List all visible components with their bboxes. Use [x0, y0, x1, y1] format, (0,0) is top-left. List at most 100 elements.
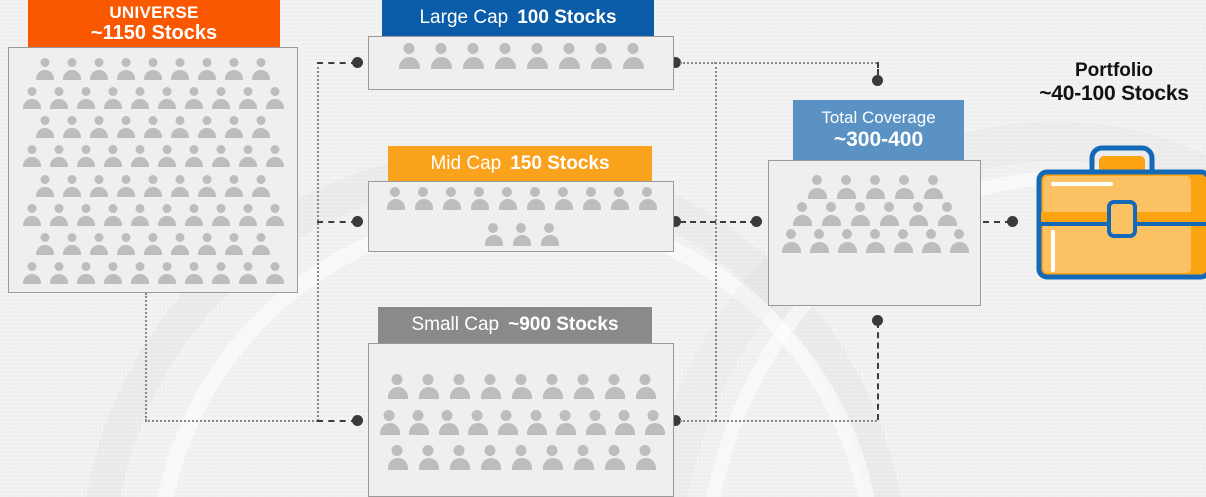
person-icon — [196, 116, 218, 139]
person-icon — [102, 145, 124, 168]
person-icon — [447, 445, 472, 470]
total-coverage-label: Total Coverage ~300-400 — [793, 100, 964, 160]
person-icon — [633, 374, 658, 399]
person-icon — [61, 232, 83, 255]
person-icon — [633, 445, 658, 470]
person-icon — [129, 87, 151, 110]
person-icon — [102, 203, 124, 226]
person-icon — [835, 229, 858, 253]
person-icon — [906, 202, 930, 226]
person-icon — [496, 187, 519, 210]
person-icon — [495, 409, 518, 435]
person-icon — [183, 203, 205, 226]
person-icon — [48, 87, 70, 110]
person-icon — [61, 58, 83, 80]
person-icon — [428, 43, 454, 69]
person-icon — [478, 374, 503, 399]
person-icon — [250, 58, 272, 80]
person-icon — [892, 175, 916, 199]
person-icon — [156, 203, 178, 226]
large-cap-people-group — [377, 43, 665, 83]
connector-node — [670, 57, 681, 68]
person-icon — [921, 175, 945, 199]
person-icon — [210, 261, 232, 284]
person-icon — [210, 203, 232, 226]
universe-panel — [8, 47, 298, 293]
person-icon — [416, 374, 441, 399]
person-icon — [250, 232, 272, 255]
person-icon — [863, 175, 887, 199]
person-icon — [169, 174, 191, 197]
people-row — [19, 58, 287, 80]
person-icon — [34, 116, 56, 139]
person-icon — [142, 174, 164, 197]
person-icon — [223, 232, 245, 255]
person-icon — [115, 58, 137, 80]
person-icon — [196, 232, 218, 255]
person-icon — [223, 58, 245, 80]
person-icon — [509, 445, 534, 470]
person-icon — [947, 229, 970, 253]
connector-total-to-portfolio — [983, 221, 1011, 223]
person-icon — [540, 374, 565, 399]
person-icon — [115, 232, 137, 255]
person-icon — [264, 87, 286, 110]
connector-node — [352, 57, 363, 68]
person-icon — [223, 174, 245, 197]
person-icon — [169, 232, 191, 255]
person-icon — [553, 409, 577, 435]
person-icon — [223, 116, 245, 139]
total-coverage-count: ~300-400 — [833, 127, 924, 151]
person-icon — [608, 187, 631, 210]
total-coverage-panel — [768, 160, 981, 306]
person-icon — [61, 174, 83, 197]
person-icon — [538, 223, 561, 246]
person-icon — [385, 445, 410, 470]
connector-node — [751, 216, 762, 227]
person-icon — [48, 203, 70, 226]
person-icon — [115, 116, 137, 139]
person-icon — [396, 43, 422, 69]
person-icon — [552, 187, 575, 210]
large-cap-count: 100 Stocks — [517, 7, 617, 28]
person-icon — [863, 229, 886, 253]
person-icon — [602, 445, 627, 470]
person-icon — [891, 229, 914, 253]
person-icon — [779, 229, 802, 253]
person-icon — [48, 261, 70, 284]
small-cap-label: Small Cap ~900 Stocks — [378, 307, 652, 343]
portfolio-title: Portfolio — [1074, 60, 1154, 81]
people-row — [19, 116, 287, 139]
person-icon — [237, 203, 259, 226]
people-row — [19, 203, 287, 226]
person-icon — [460, 43, 486, 69]
person-icon — [88, 174, 110, 197]
people-row — [779, 202, 970, 226]
person-icon — [807, 229, 830, 253]
person-icon — [377, 409, 400, 435]
people-row — [779, 175, 970, 199]
people-row — [19, 87, 287, 110]
people-row — [375, 187, 667, 210]
person-icon — [237, 145, 259, 168]
people-row — [19, 232, 287, 255]
briefcase-icon — [1029, 132, 1206, 284]
small-cap-panel — [368, 343, 674, 497]
person-icon — [384, 187, 407, 210]
person-icon — [556, 43, 582, 69]
person-icon — [250, 116, 272, 139]
connector-large-cap-out — [680, 62, 716, 64]
person-icon — [834, 175, 858, 199]
people-row — [19, 145, 287, 168]
person-icon — [406, 409, 430, 435]
person-icon — [156, 87, 178, 110]
person-icon — [805, 175, 829, 199]
universe-label: UNIVERSE ~1150 Stocks — [28, 0, 280, 47]
person-icon — [571, 374, 596, 399]
total-coverage-people-group — [779, 175, 970, 253]
person-icon — [210, 87, 232, 110]
person-icon — [129, 261, 151, 284]
person-icon — [75, 145, 97, 168]
connector-top-total-drop — [877, 62, 879, 82]
universe-count: ~1150 Stocks — [90, 21, 218, 44]
